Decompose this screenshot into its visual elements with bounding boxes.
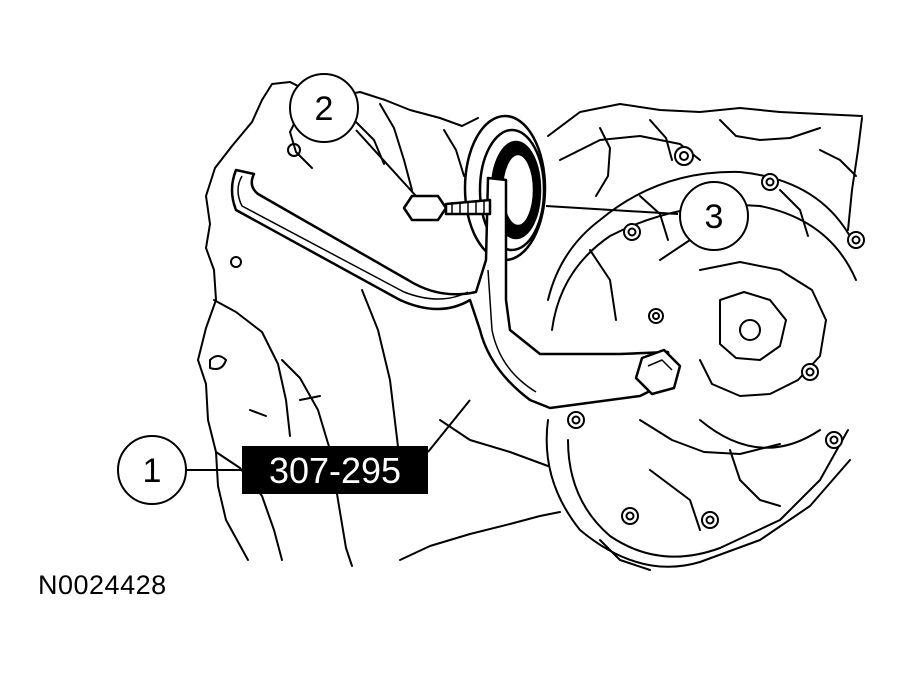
- callout-1-number: 1: [143, 452, 162, 490]
- leader-lines: [186, 129, 679, 471]
- tool-bolts: [402, 194, 682, 396]
- callout-2-number: 2: [315, 90, 334, 128]
- housing-bolts: [540, 146, 865, 529]
- special-tool-307-295: [230, 168, 674, 410]
- tool-number-label: 307-295: [242, 446, 428, 494]
- callout-2: 2: [289, 73, 359, 143]
- tool-number-text: 307-295: [269, 450, 401, 491]
- transfer-case-housing: [545, 103, 863, 571]
- callout-3: 3: [679, 181, 749, 251]
- output-seal: [463, 114, 547, 262]
- callout-1: 1: [117, 435, 187, 505]
- figure-id: N0024428: [38, 570, 167, 600]
- callout-3-number: 3: [705, 198, 724, 236]
